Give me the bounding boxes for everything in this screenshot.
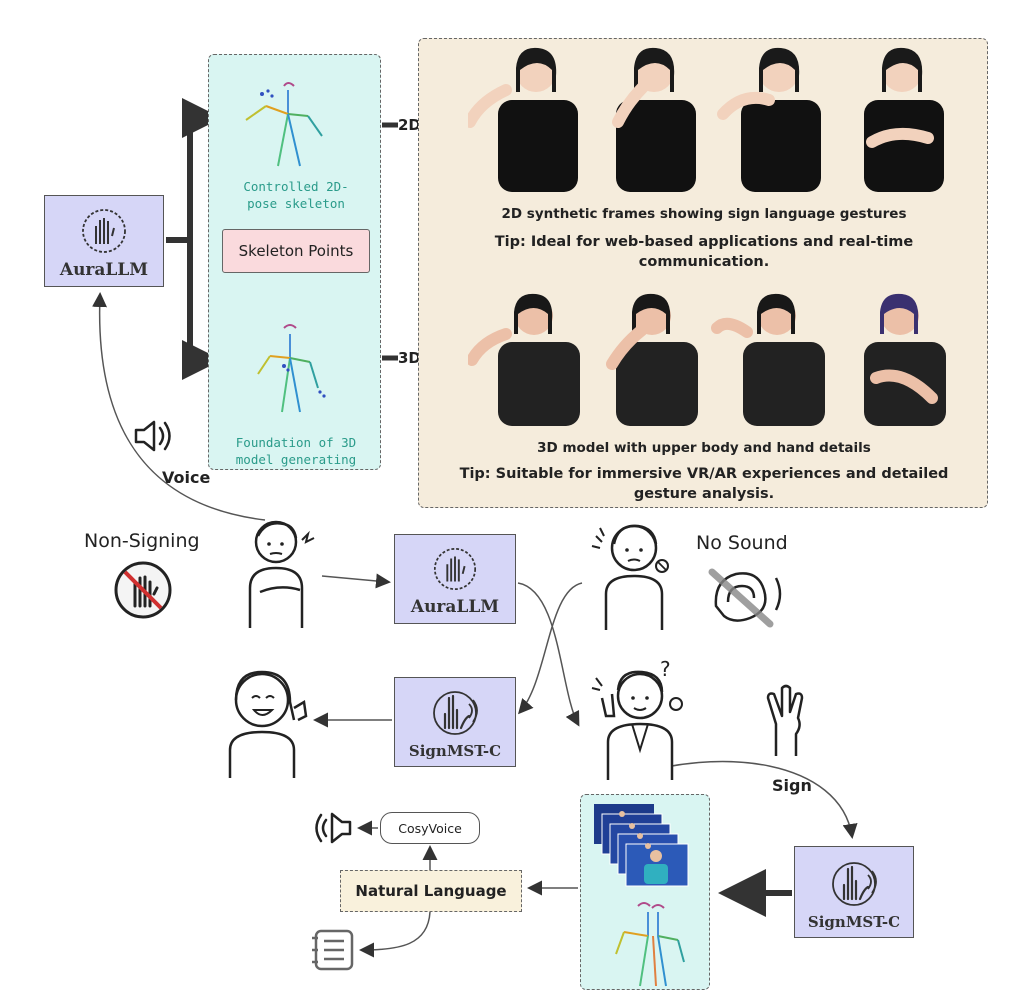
- non-signing-person-icon: [248, 520, 315, 628]
- signmst-label-right: SignMST-C: [807, 913, 901, 931]
- tip-3d: Tip: Suitable for immersive VR/AR experi…: [459, 466, 949, 502]
- non-signing-label: Non-Signing: [84, 530, 200, 552]
- speaker-icon: [134, 420, 171, 452]
- listener-person-icon: [228, 670, 308, 778]
- skeleton-2d-caption: Controlled 2D- pose skeleton: [243, 179, 349, 211]
- svg-text:?: ?: [660, 658, 671, 681]
- auralmm-box-middle: AuraLLM: [394, 534, 516, 624]
- auralmm-label-middle: AuraLLM: [410, 597, 500, 617]
- caption-2d: 2D synthetic frames showing sign languag…: [501, 206, 907, 222]
- skeleton-3d-caption: Foundation of 3D model generating: [235, 435, 357, 467]
- skeleton-points-label: Skeleton Points: [238, 242, 354, 260]
- deaf-person-icon: [591, 524, 669, 630]
- avatar-3d-frame: [468, 293, 946, 426]
- cosyvoice-label: CosyVoice: [398, 820, 462, 836]
- natural-language-box: Natural Language: [340, 870, 522, 912]
- sign-hand-icon: [433, 691, 478, 735]
- auralmm-label-top: AuraLLM: [59, 260, 149, 280]
- no-sound-icon: [708, 568, 782, 628]
- cosyvoice-box: CosyVoice: [380, 812, 480, 844]
- sign-label: Sign: [772, 776, 812, 795]
- caption-3d: 3D model with upper body and hand detail…: [537, 440, 871, 456]
- signmst-box-right: SignMST-C: [794, 846, 914, 938]
- sign-gesture-hand-icon: [766, 684, 804, 756]
- text-document-icon: [312, 929, 354, 971]
- auralmm-box-top: AuraLLM: [44, 195, 164, 287]
- skeleton-2d-figure: [245, 82, 323, 167]
- sign-hand-icon: [832, 862, 877, 906]
- arrow-3d-label: 3D: [398, 349, 421, 367]
- avatar-2d-frame: [468, 47, 944, 192]
- voice-connector: [92, 292, 266, 521]
- signer-person-icon: ?: [591, 658, 683, 780]
- natural-language-label: Natural Language: [355, 882, 507, 900]
- tip-2d: Tip: Ideal for web-based applications an…: [494, 234, 914, 270]
- skeleton-3d-figure: [257, 324, 326, 413]
- hand-logo-icon: [433, 547, 477, 591]
- voice-label: Voice: [162, 468, 211, 487]
- recognition-skeleton-figure: [615, 902, 685, 987]
- hand-logo-icon: [82, 209, 126, 253]
- output-speaker-icon: [315, 812, 352, 844]
- skeleton-points-box: Skeleton Points: [222, 229, 370, 273]
- signmst-box-left: SignMST-C: [394, 677, 516, 767]
- signmst-label-left: SignMST-C: [408, 742, 502, 760]
- arrow-2d-label: 2D: [398, 116, 421, 134]
- no-signing-icon: [114, 561, 172, 619]
- video-frame-stack: [594, 804, 689, 887]
- no-sound-label: No Sound: [696, 532, 788, 554]
- auralmm-branch-connector: [166, 118, 193, 360]
